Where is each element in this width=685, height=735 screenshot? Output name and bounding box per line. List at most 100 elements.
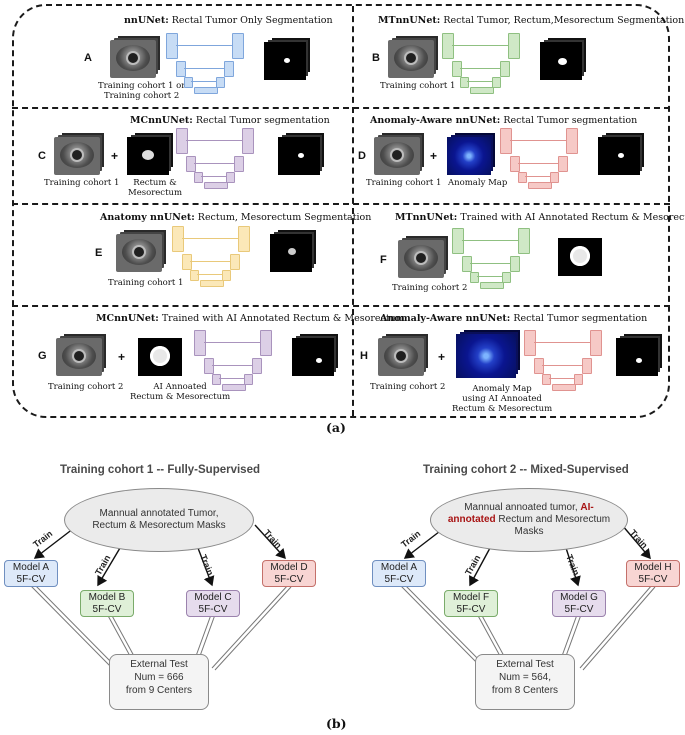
unet-block xyxy=(492,77,501,88)
cell-h-plus: + xyxy=(438,350,446,364)
cell-f-letter: F xyxy=(380,254,387,266)
unet-skip-connection xyxy=(460,68,500,69)
cell-a-mri-image xyxy=(110,40,156,78)
cell-h-mri-image xyxy=(378,338,424,376)
cell-g-caption: Training cohort 2 xyxy=(48,382,124,392)
unet-skip-connection xyxy=(510,140,566,141)
unet-block xyxy=(510,156,520,172)
cell-e-unet xyxy=(172,226,258,288)
cell-g-mri-image xyxy=(56,338,102,376)
unet-block xyxy=(194,330,206,356)
cell-g-rectum-mask xyxy=(138,338,182,376)
cell-d-caption2: Anomaly Map xyxy=(448,178,508,188)
unet-block xyxy=(462,256,472,272)
unet-block xyxy=(528,182,552,189)
cell-c-title: MCnnUNet: Rectal Tumor segmentation xyxy=(130,115,330,126)
cell-c-rectum-mask xyxy=(127,137,169,175)
cell-c-caption: Training cohort 1 xyxy=(44,178,120,188)
panel-a-row-divider-3 xyxy=(12,305,670,307)
left-test-links xyxy=(29,582,292,671)
cell-f-title: MTnnUNet: Trained with AI Annotated Rect… xyxy=(395,212,685,223)
right-cohort-masks: Mannual annoated tumor, AI-annotated Rec… xyxy=(430,488,628,552)
unet-block xyxy=(166,33,178,59)
unet-block xyxy=(190,270,199,281)
cell-h-title: Anomaly-Aware nnUNet: Rectal Tumor segme… xyxy=(380,313,648,324)
unet-block xyxy=(212,374,221,385)
unet-block xyxy=(224,61,234,77)
unet-skip-connection xyxy=(176,45,232,46)
unet-block xyxy=(234,156,244,172)
unet-skip-connection xyxy=(525,176,550,177)
cell-h-output-mask xyxy=(616,338,658,376)
unet-block xyxy=(442,33,454,59)
unet-block xyxy=(172,226,184,252)
cell-d-plus: + xyxy=(430,149,438,163)
unet-block xyxy=(182,254,192,270)
unet-block xyxy=(590,330,602,356)
left-train-arrow-b xyxy=(97,547,121,587)
cell-b-output-mask xyxy=(540,42,582,80)
unet-block xyxy=(566,128,578,154)
unet-skip-connection xyxy=(452,45,508,46)
cell-g-title: MCnnUNet: Trained with AI Annotated Rect… xyxy=(96,313,405,324)
unet-block xyxy=(230,254,240,270)
cell-c-caption2: Rectum & Mesorectum xyxy=(128,178,183,198)
left-cohort-masks: Mannual annotated Tumor, Rectum & Mesore… xyxy=(64,488,254,552)
unet-block xyxy=(470,272,479,283)
unet-block xyxy=(244,374,253,385)
unet-skip-connection xyxy=(467,81,492,82)
unet-block xyxy=(184,77,193,88)
unet-block xyxy=(480,282,504,289)
unet-block xyxy=(186,156,196,172)
cell-f-mri-image xyxy=(398,240,444,278)
unet-block xyxy=(500,61,510,77)
cell-b-caption: Training cohort 1 xyxy=(380,81,456,91)
cell-b-unet xyxy=(442,33,528,95)
cell-g-unet xyxy=(194,330,280,392)
unet-block xyxy=(176,61,186,77)
cell-f-unet xyxy=(452,228,538,290)
cell-e-mri-image xyxy=(116,234,162,272)
right-test-links xyxy=(399,582,656,671)
unet-skip-connection xyxy=(542,365,582,366)
right-train-arrow-f xyxy=(469,547,491,587)
panel-a-row-divider-2 xyxy=(12,203,670,205)
unet-skip-connection xyxy=(201,176,226,177)
unet-block xyxy=(502,272,511,283)
cell-d-caption: Training cohort 1 xyxy=(366,178,442,188)
cell-c-plus: + xyxy=(111,149,119,163)
unet-skip-connection xyxy=(191,81,216,82)
cell-h-anomaly-map xyxy=(456,334,516,378)
panel-a-column-divider xyxy=(352,6,354,416)
cell-g-caption2: AI Annoated Rectum & Mesorectum xyxy=(130,382,231,402)
unet-skip-connection xyxy=(182,238,238,239)
cell-h-unet xyxy=(524,330,610,392)
cell-b-title: MTnnUNet: Rectal Tumor, Rectum,Mesorectu… xyxy=(378,15,685,26)
unet-skip-connection xyxy=(470,263,510,264)
unet-block xyxy=(194,172,203,183)
unet-skip-connection xyxy=(186,140,242,141)
unet-block xyxy=(470,87,494,94)
unet-block xyxy=(176,128,188,154)
right-cohort-title: Training cohort 2 -- Mixed-Supervised xyxy=(423,464,629,476)
cell-b-letter: B xyxy=(372,52,380,64)
unet-block xyxy=(222,270,231,281)
unet-block xyxy=(222,384,246,391)
unet-block xyxy=(460,77,469,88)
cell-h-caption: Training cohort 2 xyxy=(370,382,446,392)
cell-b-mri-image xyxy=(388,40,434,78)
cell-d-title: Anomaly-Aware nnUNet: Rectal Tumor segme… xyxy=(370,115,638,126)
unet-skip-connection xyxy=(462,240,518,241)
unet-skip-connection xyxy=(549,378,574,379)
cell-h-letter: H xyxy=(360,350,368,362)
unet-block xyxy=(242,128,254,154)
cell-d-unet xyxy=(500,128,586,190)
